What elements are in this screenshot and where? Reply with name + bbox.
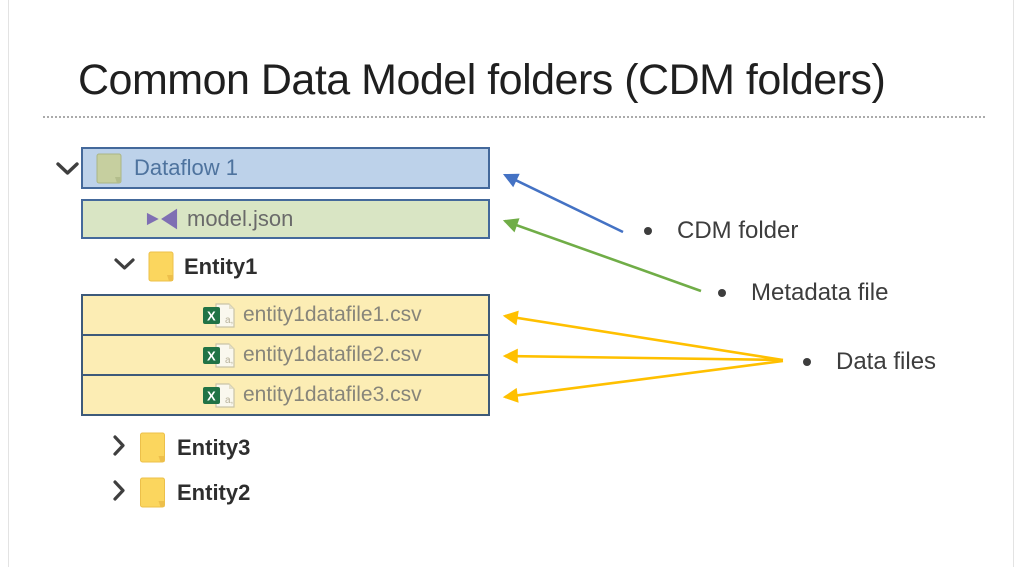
chevron-down-icon [56, 161, 79, 181]
tree-item-modeljson-label: model.json [187, 206, 294, 231]
annotation-metadata-file-label: Metadata file [751, 279, 889, 306]
svg-text:a,: a, [225, 355, 233, 366]
annotation-metadata-file: Metadata file [718, 279, 889, 306]
tree-item-dataflow1: Dataflow 1 [81, 147, 490, 189]
chevron-down-icon [114, 257, 135, 276]
arrow-data-file-2 [502, 348, 784, 364]
tree-item-datafile2-label: entity1datafile2.csv [243, 343, 422, 366]
tree-item-dataflow1-label: Dataflow 1 [134, 155, 238, 180]
excel-csv-icon: a, X [202, 302, 236, 329]
folder-icon [139, 477, 166, 508]
tree-item-entity1: Entity1 [114, 251, 257, 282]
tree-item-datafile2: a, X entity1datafile2.csv [81, 334, 490, 376]
annotation-data-files-label: Data files [836, 348, 937, 375]
excel-csv-icon: a, X [202, 342, 236, 369]
tree-item-entity2: Entity2 [112, 477, 250, 508]
arrow-data-file-3 [502, 359, 784, 403]
tree-item-datafile3-label: entity1datafile3.csv [243, 383, 422, 406]
folder-icon [96, 153, 122, 184]
page-title: Common Data Model folders (CDM folders) [78, 56, 886, 104]
chevron-right-icon [112, 434, 126, 461]
visual-studio-icon [146, 207, 178, 231]
svg-text:a,: a, [225, 315, 233, 326]
chevron-right-icon [112, 479, 126, 506]
tree-item-entity1-label: Entity1 [184, 253, 258, 279]
svg-text:X: X [207, 348, 216, 363]
bullet-icon [803, 358, 811, 366]
tree-item-datafile3: a, X entity1datafile3.csv [81, 374, 490, 416]
folder-icon [148, 251, 174, 282]
tree-item-datafile1: a, X entity1datafile1.csv [81, 294, 490, 336]
arrow-cdm-folder [502, 173, 624, 234]
tree-item-modeljson: model.json [81, 199, 490, 239]
slide-border-left [8, 0, 9, 567]
tree-item-entity2-label: Entity2 [177, 479, 251, 505]
svg-text:X: X [207, 308, 216, 323]
annotation-cdm-folder: CDM folder [644, 217, 799, 244]
svg-text:a,: a, [225, 395, 233, 406]
folder-icon [139, 432, 166, 463]
annotation-cdm-folder-label: CDM folder [677, 217, 799, 244]
excel-csv-icon: a, X [202, 382, 236, 409]
tree-item-datafile1-label: entity1datafile1.csv [243, 303, 422, 326]
bullet-icon [644, 227, 652, 235]
tree-item-entity3: Entity3 [112, 432, 250, 463]
bullet-icon [718, 289, 726, 297]
tree-item-entity3-label: Entity3 [177, 434, 251, 460]
svg-text:X: X [207, 388, 216, 403]
arrow-data-file-1 [502, 310, 784, 362]
slide-border-right [1013, 0, 1014, 567]
title-divider [43, 116, 985, 118]
annotation-data-files: Data files [803, 348, 937, 375]
